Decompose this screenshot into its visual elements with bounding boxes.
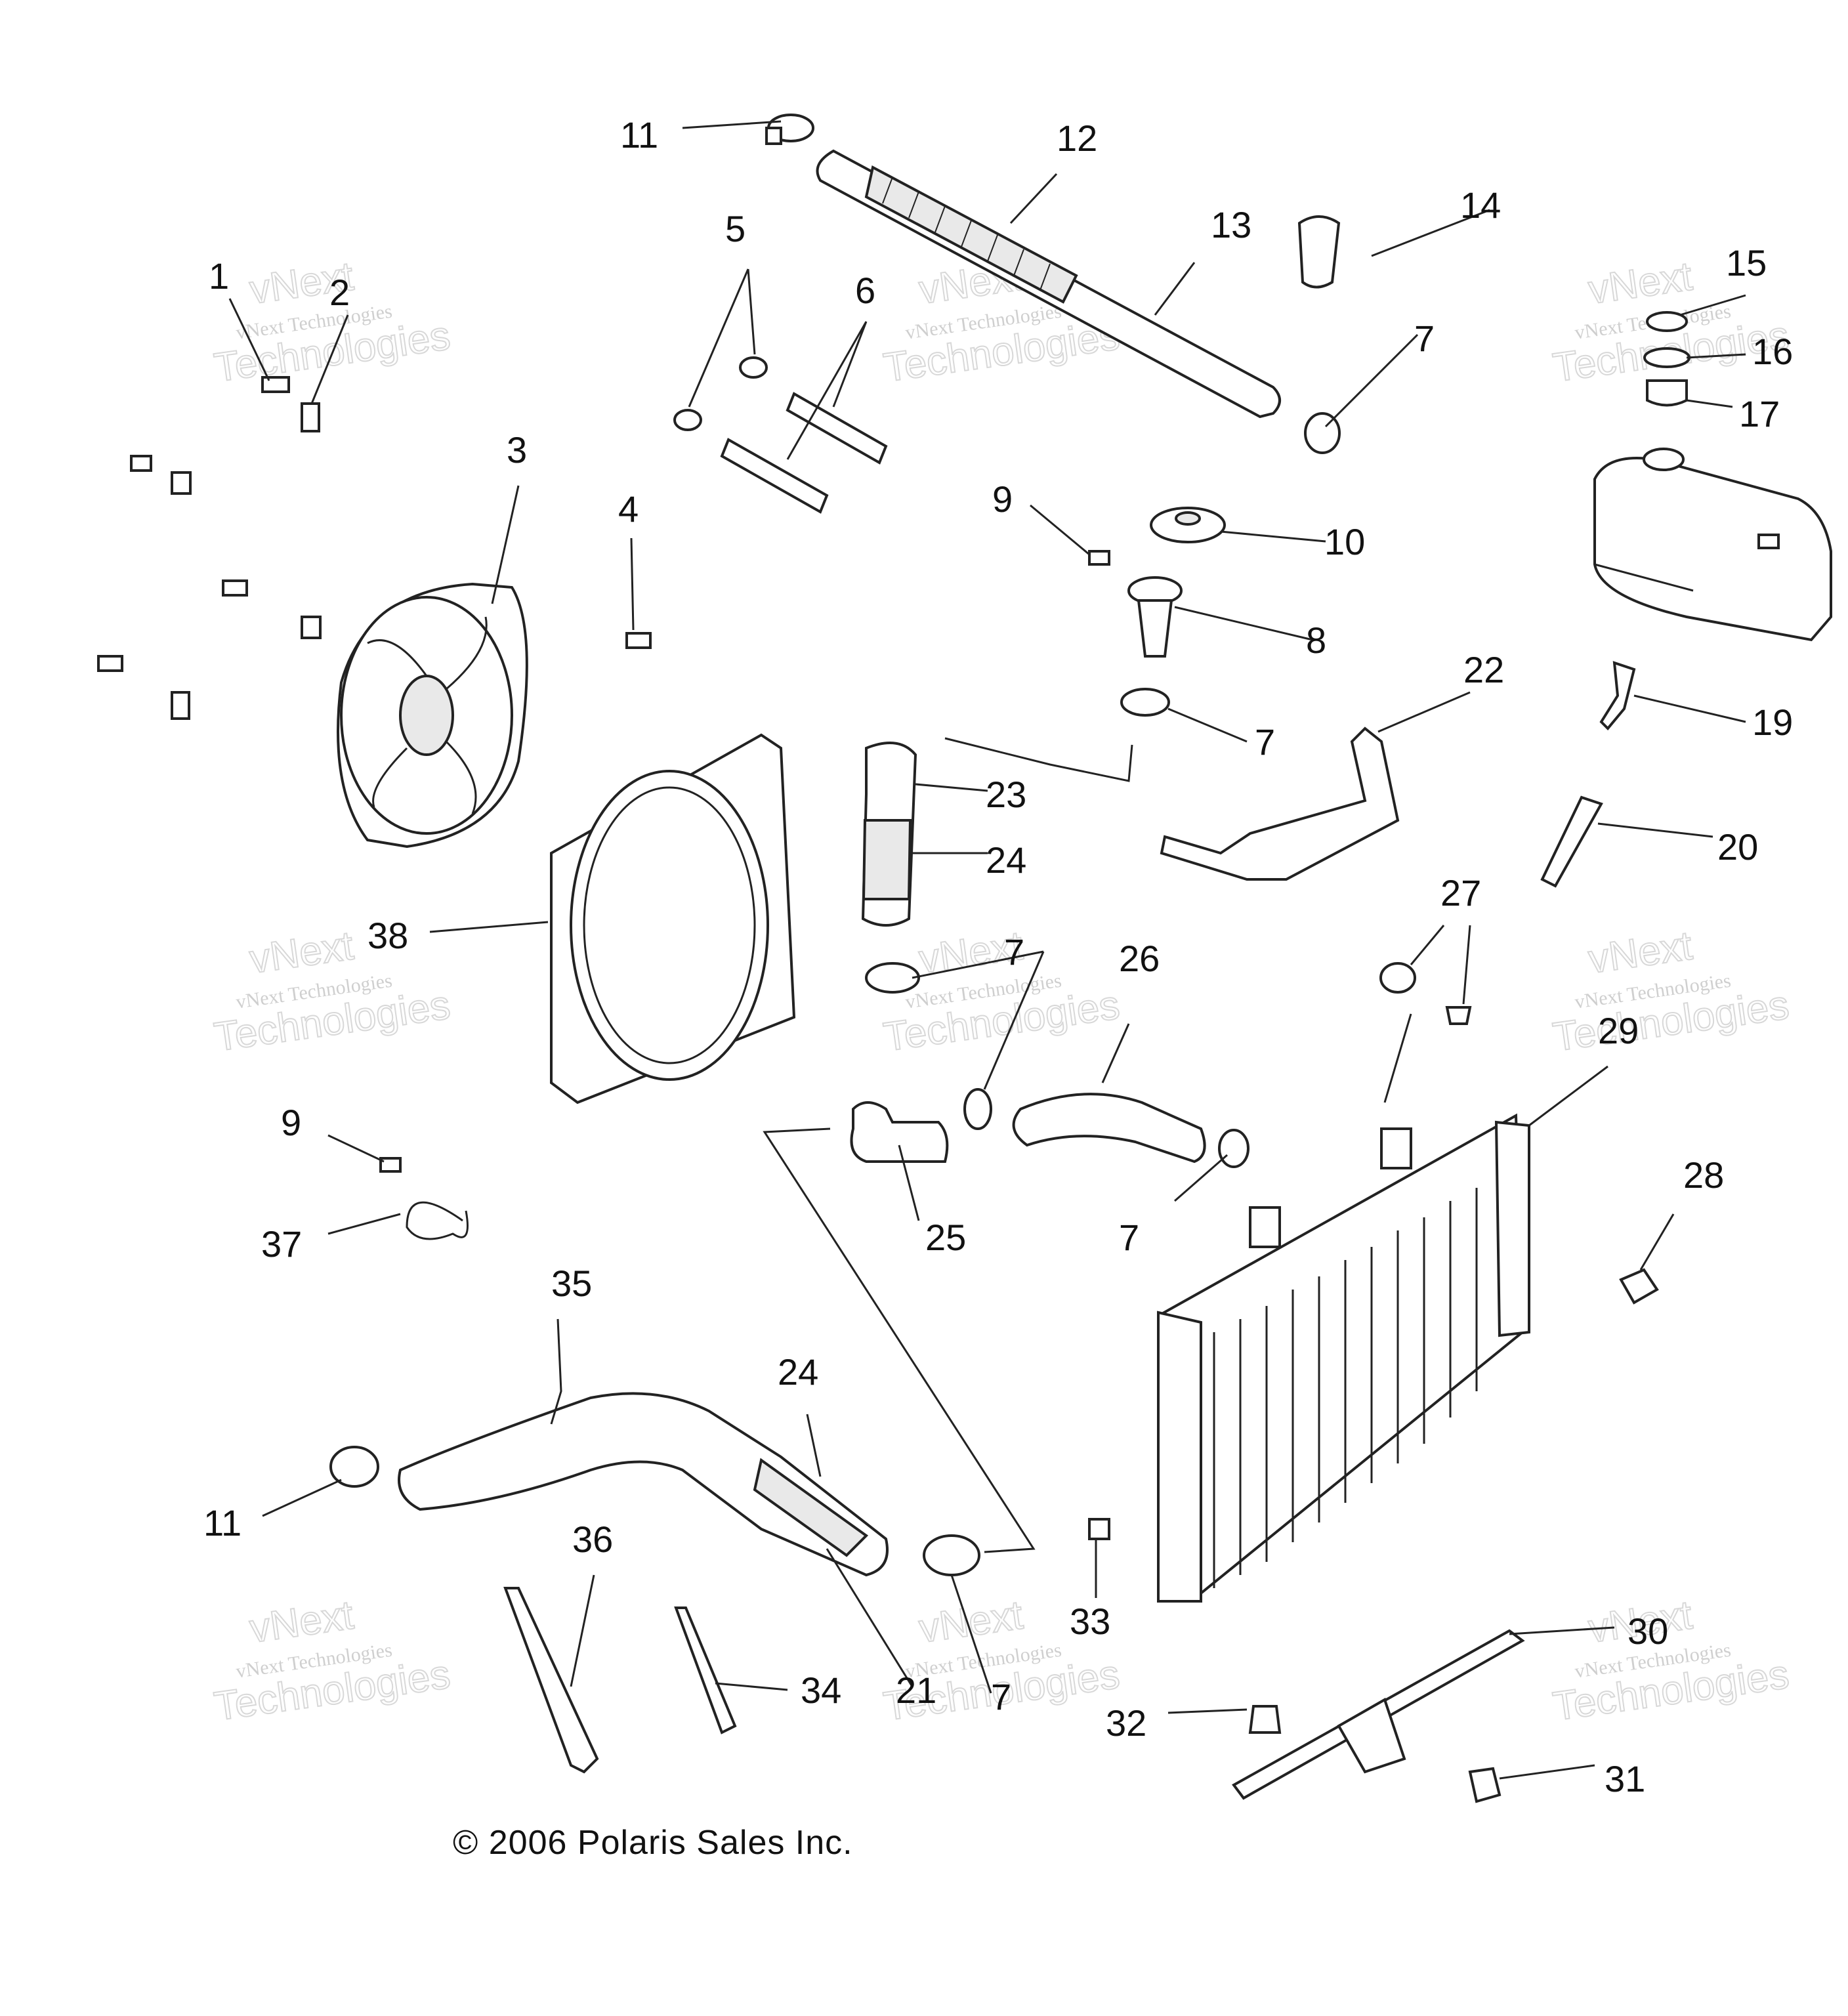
reservoir-cap	[1643, 311, 1690, 407]
callout-6: 6	[855, 270, 875, 311]
callout-32: 32	[1106, 1702, 1146, 1744]
hose-boot	[1297, 215, 1341, 289]
callout-7: 7	[1414, 318, 1435, 359]
callout-16: 16	[1752, 331, 1793, 372]
hose-clamp-icon	[1120, 688, 1170, 717]
cable-tie	[674, 1606, 737, 1734]
callout-3: 3	[507, 429, 527, 471]
watermark: Technologies vNext vNext Technologies	[1549, 1591, 1792, 1730]
callout-28: 28	[1683, 1154, 1724, 1196]
hose-clamp-icon	[923, 1534, 980, 1576]
callout-7: 7	[1119, 1217, 1139, 1258]
callout-2: 2	[329, 272, 350, 313]
callout-5: 5	[725, 208, 746, 249]
hose-clamp-icon	[1304, 412, 1341, 454]
callout-7: 7	[1004, 931, 1024, 973]
callout-27: 27	[1440, 872, 1481, 914]
grommet-icon	[1248, 1705, 1282, 1734]
callout-9: 9	[992, 478, 1013, 520]
callout-12: 12	[1057, 117, 1097, 159]
callout-4: 4	[618, 488, 639, 530]
cooling-fan	[337, 582, 528, 849]
callout-9: 9	[281, 1102, 301, 1143]
filler-neck	[1127, 576, 1183, 658]
watermark: Technologies vNext vNext Technologies	[880, 253, 1123, 391]
coolant-reservoir	[1593, 448, 1832, 642]
callout-11: 11	[203, 1502, 242, 1544]
callout-labels: 11 12 13 14 5 6 1 2 15 16 17 7 3 4 9 10 …	[203, 114, 1793, 1799]
callout-7: 7	[1255, 721, 1275, 763]
watermark: Technologies vNext vNext Technologies	[211, 922, 453, 1060]
lower-radiator-hose	[398, 1392, 889, 1577]
callout-24: 24	[986, 839, 1026, 881]
callout-37: 37	[261, 1223, 302, 1265]
hose-clamp-icon	[329, 1446, 379, 1488]
reservoir-fitting	[1599, 661, 1636, 730]
callout-13: 13	[1211, 204, 1251, 245]
hose-clamp-icon	[865, 962, 920, 994]
coolant-tube	[720, 392, 888, 514]
callout-14: 14	[1460, 184, 1501, 226]
radiator	[1157, 1113, 1530, 1603]
fan-shroud	[550, 733, 796, 1104]
svg-text:vNext: vNext	[247, 923, 356, 982]
callout-30: 30	[1628, 1610, 1668, 1652]
callout-23: 23	[986, 774, 1026, 815]
hose-clamp-icon	[1218, 1129, 1250, 1168]
svg-text:vNext: vNext	[1586, 253, 1695, 312]
bolt-icon	[1619, 1268, 1659, 1305]
hose-clamp-icon	[963, 1088, 992, 1130]
svg-text:vNext: vNext	[1586, 923, 1695, 982]
callout-29: 29	[1598, 1010, 1639, 1051]
callout-36: 36	[572, 1519, 613, 1560]
radiator-hose	[1012, 1093, 1206, 1164]
bolt-icon	[1468, 1767, 1502, 1803]
watermark: Technologies vNext vNext Technologies	[211, 1591, 453, 1730]
grommet-icon	[1379, 962, 1416, 994]
callout-22: 22	[1463, 649, 1504, 690]
callout-33: 33	[1070, 1601, 1110, 1642]
callout-20: 20	[1717, 826, 1758, 868]
callout-10: 10	[1324, 521, 1365, 562]
callout-8: 8	[1306, 620, 1326, 661]
cable-tie	[503, 1587, 599, 1774]
grommet-icon	[1445, 1006, 1472, 1025]
callout-19: 19	[1752, 702, 1793, 743]
callout-7: 7	[991, 1676, 1011, 1717]
callout-15: 15	[1726, 242, 1767, 284]
callout-17: 17	[1739, 393, 1780, 434]
hose-clamp-icon	[673, 356, 768, 431]
tee-fitting	[850, 1101, 949, 1163]
radiator-lower-bracket	[1337, 1698, 1406, 1774]
bolt-icon	[97, 376, 1780, 1540]
callout-24: 24	[778, 1351, 818, 1393]
leader-lines	[228, 120, 1746, 1780]
reservoir-bracket	[1160, 726, 1400, 881]
svg-text:vNext: vNext	[247, 1592, 356, 1651]
copyright-notice: © 2006 Polaris Sales Inc.	[453, 1824, 853, 1862]
overflow-tube	[1540, 795, 1603, 888]
callout-38: 38	[368, 915, 408, 956]
callout-34: 34	[801, 1670, 841, 1711]
upper-radiator-hose	[816, 149, 1281, 419]
hose-clamp-icon	[765, 114, 814, 145]
speed-nut-icon	[171, 402, 322, 720]
callout-31: 31	[1605, 1758, 1645, 1799]
spring-clip	[406, 1201, 469, 1240]
callout-21: 21	[896, 1670, 936, 1711]
callout-1: 1	[209, 255, 229, 297]
watermark: Technologies vNext vNext Technologies	[1549, 922, 1792, 1060]
callout-25: 25	[925, 1217, 966, 1258]
svg-text:vNext: vNext	[916, 1592, 1026, 1651]
radiator-cap	[1150, 507, 1226, 543]
coolant-hose	[861, 742, 917, 927]
callout-35: 35	[551, 1263, 592, 1304]
callout-26: 26	[1119, 938, 1160, 979]
callout-11: 11	[620, 114, 658, 156]
